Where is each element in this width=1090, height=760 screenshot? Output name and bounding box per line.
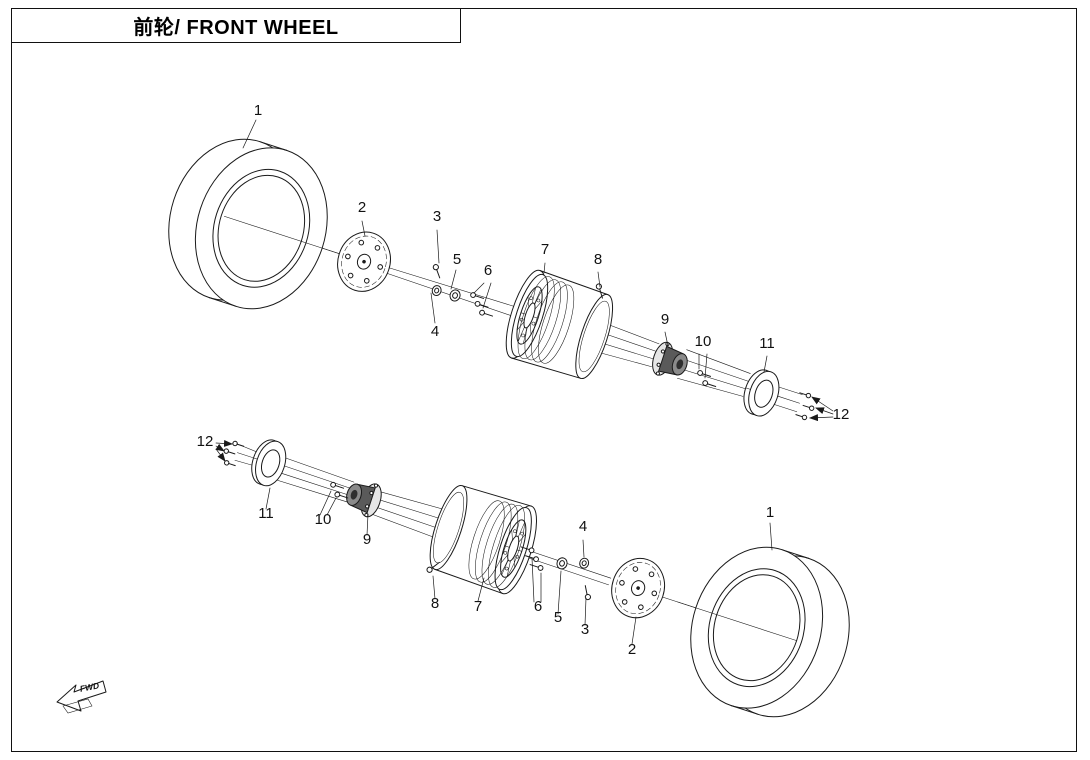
retainer-ring-lower xyxy=(251,439,287,487)
alignment-lines-lower xyxy=(234,444,612,586)
hubcap-lower xyxy=(611,557,666,619)
studs-lower xyxy=(520,546,544,571)
callout-9-lower: 9 xyxy=(363,531,371,548)
ring-screws-upper xyxy=(795,392,815,421)
callout-12-upper: 12 xyxy=(833,406,850,423)
callout-5-lower: 5 xyxy=(554,609,562,626)
leader-lines-upper xyxy=(242,119,834,422)
callout-6-lower: 6 xyxy=(534,598,542,615)
hub-upper xyxy=(652,341,688,376)
washer-upper xyxy=(431,285,442,297)
fwd-label: FWD xyxy=(79,680,100,694)
tire-upper xyxy=(168,138,341,310)
callout-11-lower: 11 xyxy=(258,505,274,522)
callout-7-lower: 7 xyxy=(474,598,482,615)
callout-1-lower: 1 xyxy=(766,504,774,521)
callout-10-upper: 10 xyxy=(695,333,712,350)
washer-lower xyxy=(579,557,590,569)
callout-3-lower: 3 xyxy=(581,621,589,638)
page-title: 前轮/ FRONT WHEEL xyxy=(133,17,339,39)
callout-3-upper: 3 xyxy=(433,208,441,225)
hubcap-upper xyxy=(337,231,391,292)
tire-lower xyxy=(677,546,850,718)
page-border xyxy=(11,8,1077,752)
nut-upper xyxy=(449,289,461,302)
upper-assembly xyxy=(168,138,815,421)
callout-6-upper: 6 xyxy=(484,262,492,279)
hub-bolts-lower xyxy=(330,481,349,499)
callout-4-lower: 4 xyxy=(579,518,587,535)
hub-lower xyxy=(346,483,382,518)
callout-11-upper: 11 xyxy=(759,335,775,352)
callouts-upper: 1 2 3 4 5 6 7 8 9 10 11 12 xyxy=(254,102,850,423)
wheel-rim-upper xyxy=(505,269,614,380)
callout-4-upper: 4 xyxy=(431,323,439,340)
bolt-lower xyxy=(426,561,440,573)
title-box: 前轮/ FRONT WHEEL xyxy=(11,8,461,43)
callout-12-lower: 12 xyxy=(197,433,214,450)
callout-10-lower: 10 xyxy=(315,511,332,528)
retainer-ring-upper xyxy=(743,369,780,417)
nut-lower xyxy=(556,557,568,570)
lower-assembly xyxy=(223,439,850,718)
callout-7-upper: 7 xyxy=(541,241,549,258)
callout-8-upper: 8 xyxy=(594,251,602,268)
callout-9-upper: 9 xyxy=(661,311,669,328)
callout-1-upper: 1 xyxy=(254,102,262,119)
callout-8-lower: 8 xyxy=(431,595,439,612)
valve-screw-upper xyxy=(432,264,441,279)
leader-lines-lower xyxy=(215,440,773,645)
callouts-lower: 12 11 10 9 7 8 6 5 4 3 2 1 xyxy=(197,433,775,658)
hub-bolts-upper xyxy=(697,370,717,387)
wheel-rim-lower xyxy=(429,485,537,595)
fwd-indicator: FWD xyxy=(56,680,107,714)
callout-2-lower: 2 xyxy=(628,641,636,658)
callout-5-upper: 5 xyxy=(453,251,461,268)
studs-upper xyxy=(470,292,494,317)
callout-2-upper: 2 xyxy=(358,199,366,216)
valve-screw-lower xyxy=(584,585,591,601)
